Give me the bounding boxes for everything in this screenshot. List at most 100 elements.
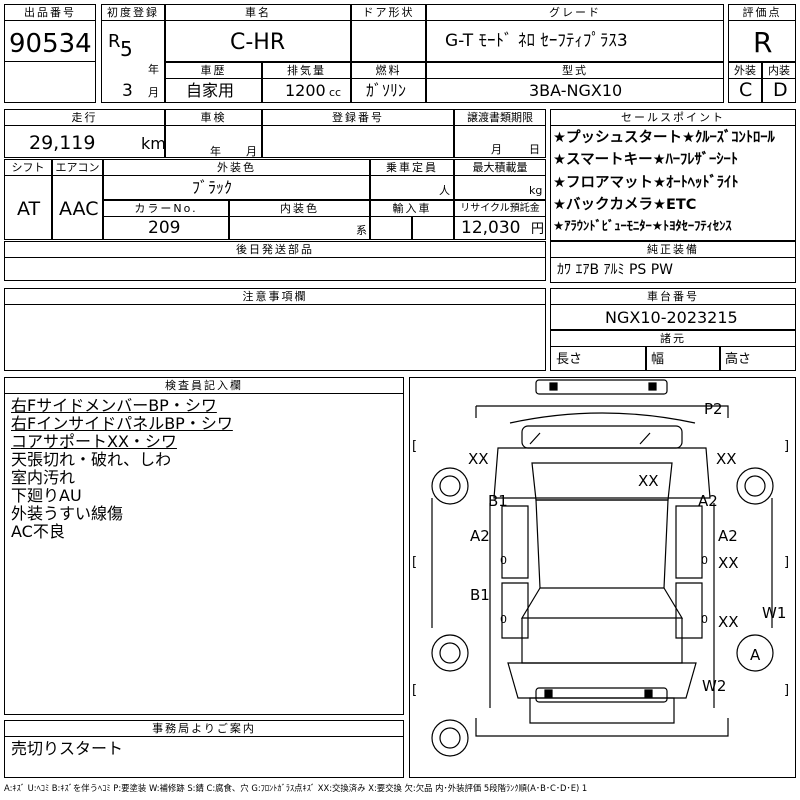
spare-wheel-hub (439, 727, 461, 749)
windshield-top (509, 412, 696, 424)
import-label: 輸入車 (370, 200, 454, 217)
mark-xx: XX (638, 472, 659, 490)
office-message: 売切りスタート (11, 739, 124, 758)
model-box: 3BA-NGX10 (426, 78, 724, 103)
capacity-box: 人 (370, 175, 454, 200)
mark-zero: 0 (500, 613, 507, 626)
history-label: 車歴 (165, 62, 262, 79)
wheel-front-left-hub (439, 475, 461, 497)
mark-zero: 0 (500, 554, 507, 567)
front-bumper-shape (535, 379, 668, 395)
ac-label: エアコン (52, 159, 103, 176)
int-color-box: 系 (229, 216, 370, 240)
fuel-label: 燃料 (351, 62, 426, 79)
model: 3BA-NGX10 (529, 81, 623, 100)
inspection-year-unit: 年 (210, 145, 221, 158)
sales-item: ★スマートキー★ﾊｰﾌﾚｻﾞｰｼｰﾄ (553, 152, 739, 168)
int-color-label: 内装色 (229, 200, 370, 217)
later-parts-box (4, 257, 546, 281)
transfer-label: 譲渡書類期限 (454, 109, 546, 126)
outer-side-lines (431, 498, 773, 628)
inspector-line: 天張切れ・破れ、しわ (11, 450, 172, 469)
first-reg-label: 初度登録 (101, 4, 165, 21)
grade: G-T ﾓｰﾄﾞ ﾈﾛ ｾｰﾌﾃｨﾌﾟﾗｽ3 (445, 31, 628, 51)
mark-b1: B1 (488, 492, 508, 510)
hood-panel (493, 447, 711, 499)
interior-box: D (762, 78, 796, 103)
score-label: 評価点 (728, 4, 796, 21)
inspector-label: 検査員記入欄 (4, 377, 404, 394)
wheel-front-right (736, 467, 774, 505)
color-box: ﾌﾞﾗｯｸ (103, 175, 370, 200)
displacement-box: 1200 cc (262, 78, 351, 103)
inspector-box: 右FサイドメンバーBP・シワ 右FインサイドパネルBP・シワ コアサポートXX・… (4, 393, 404, 715)
car-name: C-HR (230, 30, 286, 55)
color-no: 209 (148, 218, 181, 238)
mileage-box: 29,119 km (4, 125, 166, 158)
hood-line (475, 405, 729, 418)
dims-length-box: 長さ (550, 346, 646, 371)
wheel-rear-left (431, 634, 469, 672)
car-name-box: C-HR (165, 20, 351, 62)
history-box: 自家用 (165, 78, 262, 103)
door-label: ドア形状 (351, 4, 426, 21)
inspector-line: 室内汚れ (11, 468, 76, 487)
transfer-month: 月 (491, 143, 502, 156)
shift: AT (17, 198, 41, 220)
color-no-box: 209 (103, 216, 229, 240)
lot-number-box: 90534 (4, 20, 96, 62)
sales-box: ★プッシュスタート★ｸﾙｰｽﾞｺﾝﾄﾛｰﾙ ★スマートキー★ﾊｰﾌﾚｻﾞｰｼｰﾄ… (550, 125, 796, 241)
sales-item: ★フロアマット★ｵｰﾄﾍｯﾄﾞﾗｲﾄ (553, 175, 739, 191)
era: R (108, 31, 121, 52)
fuel: ｶﾞｿﾘﾝ (366, 81, 407, 100)
mark-a: A (750, 646, 761, 664)
import-box-b (412, 216, 454, 240)
rear-bumper-mark (544, 689, 553, 698)
mileage: 29,119 (29, 132, 96, 154)
later-parts-label: 後日発送部品 (4, 241, 546, 258)
rear-bumper-mark (644, 689, 653, 698)
dims-width-box: 幅 (646, 346, 720, 371)
score: R (753, 26, 773, 59)
first-reg-box: R 5 年 3 月 (101, 20, 165, 103)
bracket: ] (784, 555, 789, 570)
fuel-box: ｶﾞｿﾘﾝ (351, 78, 426, 103)
door-box (351, 20, 426, 62)
recycle-label: リサイクル預託金 (454, 200, 546, 217)
equipment: ｶﾜ ｴｱB ｱﾙﾐ PS PW (557, 262, 674, 278)
int-color-unit: 系 (356, 224, 367, 237)
mark-b1: B1 (470, 586, 490, 604)
grade-label: グレード (426, 4, 724, 21)
notes-label: 注意事項欄 (4, 288, 546, 305)
inspector-line: 右FサイドメンバーBP・シワ (11, 396, 217, 415)
recycle-unit: 円 (531, 222, 545, 237)
sales-item: ★バックカメラ★ETC (553, 197, 697, 213)
office-box: 売切りスタート (4, 736, 404, 778)
bracket: ] (784, 683, 789, 698)
load-box: kg (454, 175, 546, 200)
wheel-rear-left-hub (439, 642, 461, 664)
roof (535, 499, 669, 589)
inspector-line: AC不良 (11, 522, 65, 541)
car-name-label: 車名 (165, 4, 351, 21)
lot-number-label: 出品番号 (4, 4, 96, 21)
ac-box: AAC (52, 175, 103, 240)
exterior-grade: C (739, 79, 753, 101)
inspection-label: 車検 (165, 109, 262, 126)
color-label: 外装色 (103, 159, 370, 176)
inspector-line: 下廻りAU (11, 486, 82, 505)
recycle-box: 12,030 円 (454, 216, 546, 240)
mileage-unit: km (141, 134, 166, 153)
bracket: [ (412, 555, 417, 570)
interior-label: 内装 (762, 62, 796, 79)
exterior-box: C (728, 78, 762, 103)
dims-label: 諸元 (550, 330, 796, 347)
color-no-label: カラーNo. (103, 200, 229, 217)
transfer-box: 月 日 (454, 125, 546, 158)
chassis-number: NGX10-2023215 (605, 308, 738, 327)
dims-width: 幅 (651, 352, 665, 367)
reg-month: 3 (122, 81, 133, 101)
displacement: 1200 (285, 81, 326, 100)
left-rear-door (501, 582, 529, 639)
mark-xx: XX (716, 450, 737, 468)
